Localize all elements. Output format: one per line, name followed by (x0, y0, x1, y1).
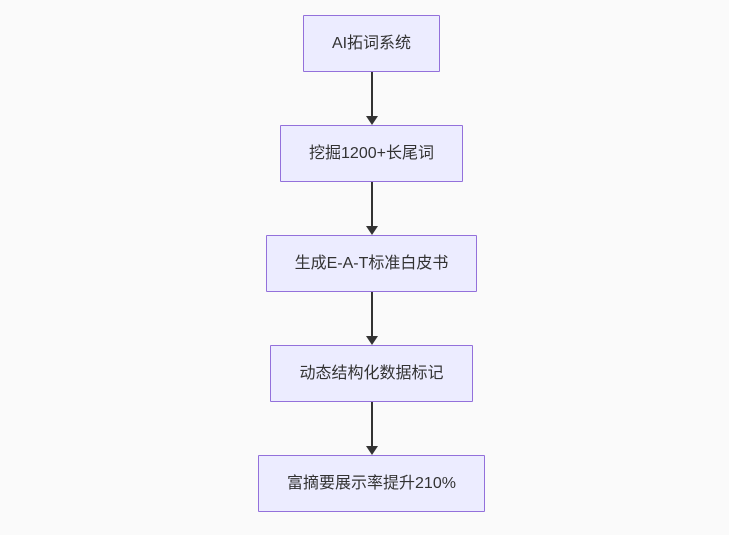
node-label: 生成E-A-T标准白皮书 (294, 254, 449, 272)
flowchart-node-structured-data-markup: 动态结构化数据标记 (270, 345, 473, 402)
arrow-head-icon (365, 116, 378, 125)
arrow-head-icon (365, 336, 378, 345)
flowchart-node-rich-snippet-rate: 富摘要展示率提升210% (258, 455, 485, 512)
node-label: 动态结构化数据标记 (299, 364, 444, 382)
flowchart-column: AI拓词系统 挖掘1200+长尾词 生成E-A-T标准白皮书 动态结构化数据标记 (7, 15, 729, 512)
arrow-line (370, 402, 373, 446)
node-label: AI拓词系统 (331, 34, 412, 52)
flowchart-edge-d-e (365, 402, 378, 455)
arrow-line (370, 182, 373, 226)
arrow-head-icon (365, 446, 378, 455)
flowchart-edge-a-b (365, 72, 378, 125)
node-label: 富摘要展示率提升210% (287, 474, 456, 492)
flowchart-node-eat-whitepaper: 生成E-A-T标准白皮书 (265, 235, 478, 292)
flowchart-edge-c-d (365, 292, 378, 345)
arrow-line (370, 292, 373, 336)
arrow-head-icon (365, 226, 378, 235)
flowchart-node-longtail-mining: 挖掘1200+长尾词 (280, 125, 463, 182)
flowchart-edge-b-c (365, 182, 378, 235)
node-label: 挖掘1200+长尾词 (309, 144, 434, 162)
arrow-line (370, 72, 373, 116)
flowchart-node-ai-word-system: AI拓词系统 (302, 15, 441, 72)
